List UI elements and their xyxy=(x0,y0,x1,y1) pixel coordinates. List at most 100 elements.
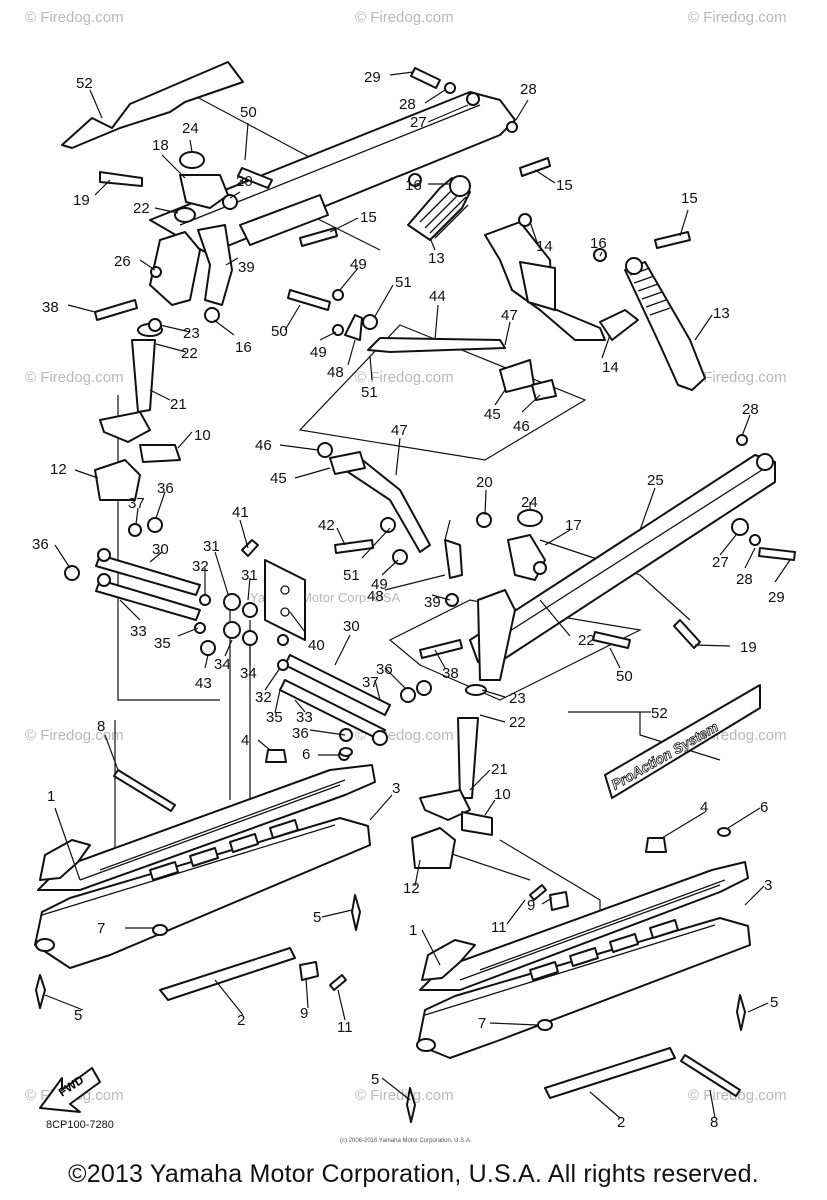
callout-label: 19 xyxy=(73,192,90,209)
shock-mount xyxy=(625,257,643,275)
callout-label: 4 xyxy=(700,799,708,816)
nuts-middle xyxy=(64,434,761,761)
bracket-12b xyxy=(411,827,456,869)
callout-labels: 52 29 28 28 27 50 24 18 20 19 22 16 15 1… xyxy=(32,69,785,1131)
callout-label: 1 xyxy=(47,788,55,805)
collar-10 xyxy=(139,444,181,463)
ski-loop xyxy=(39,839,91,881)
tie-rod-44b xyxy=(344,457,431,553)
callout-label: 28 xyxy=(520,81,537,98)
wear-bar-2 xyxy=(159,947,296,1001)
bracket-12 xyxy=(94,459,141,501)
steering-arm-39 xyxy=(197,224,233,306)
callout-label: 21 xyxy=(491,761,508,778)
ski-left xyxy=(34,747,376,1009)
spindle-21b-base xyxy=(419,789,471,821)
callout-label: 47 xyxy=(501,307,518,324)
ski-tip xyxy=(35,938,55,952)
decal-52-top xyxy=(61,61,244,149)
callout-label: 8 xyxy=(710,1114,718,1131)
shaft-30a xyxy=(95,554,201,596)
callout-label: 29 xyxy=(768,589,785,606)
watermark: © Firedog.com xyxy=(688,9,787,26)
callout-label: 28 xyxy=(736,571,753,588)
callout-label: 22 xyxy=(181,345,198,362)
bracket-14-plate xyxy=(519,261,556,311)
callout-label: 35 xyxy=(266,709,283,726)
callout-label: 51 xyxy=(395,274,412,291)
callout-label: 1 xyxy=(409,922,417,939)
callout-label: 4 xyxy=(241,732,249,749)
callout-label: 39 xyxy=(238,259,255,276)
callout-label: 22 xyxy=(578,632,595,649)
fwd-arrow-icon: FWD xyxy=(39,1067,101,1113)
callout-label: 30 xyxy=(152,541,169,558)
nut-4b xyxy=(645,837,667,853)
callout-label: 45 xyxy=(270,470,287,487)
spindle-21-base xyxy=(99,411,151,443)
spindle-21b xyxy=(457,717,479,799)
callout-label: 26 xyxy=(114,253,131,270)
callout-label: 7 xyxy=(478,1015,486,1032)
plate-45b xyxy=(329,451,366,475)
callout-label: 14 xyxy=(602,359,619,376)
callout-label: 11 xyxy=(337,1019,353,1036)
bolt-8b xyxy=(680,1054,741,1097)
callout-label: 15 xyxy=(360,209,377,226)
callout-label: 16 xyxy=(590,235,607,252)
callout-label: 6 xyxy=(760,799,768,816)
tie-rod-44 xyxy=(367,337,506,353)
watermark: © Firedog.com xyxy=(688,369,787,386)
callout-label: 40 xyxy=(308,637,325,654)
stud-5b xyxy=(35,974,46,1009)
watermark: © Firedog.com xyxy=(25,727,124,744)
callout-label: 38 xyxy=(42,299,59,316)
callout-label: 23 xyxy=(509,690,526,707)
watermark: © Firedog.com xyxy=(355,369,454,386)
callout-label: 13 xyxy=(713,305,730,322)
nut-9 xyxy=(299,961,319,981)
collar-10b xyxy=(461,811,493,836)
washer-6b xyxy=(717,827,731,837)
callout-label: 38 xyxy=(442,665,459,682)
cap-24 xyxy=(179,151,205,169)
callout-label: 37 xyxy=(362,674,379,691)
callout-label: 42 xyxy=(318,517,335,534)
callout-label: 27 xyxy=(712,554,729,571)
callout-label: 46 xyxy=(255,437,272,454)
shock-mount xyxy=(449,175,471,197)
link-48b xyxy=(444,539,463,579)
diagram-code: 8CP100-7280 xyxy=(46,1119,114,1131)
callout-label: 10 xyxy=(494,786,511,803)
callout-label: 36 xyxy=(157,480,174,497)
callout-label: 46 xyxy=(513,418,530,435)
callout-label: 50 xyxy=(616,668,633,685)
callout-label: 43 xyxy=(195,675,212,692)
callout-label: 31 xyxy=(241,567,258,584)
nut-46 xyxy=(531,379,557,401)
bushing-14 xyxy=(599,309,639,341)
stud-5d xyxy=(406,1087,416,1123)
bushing-22 xyxy=(174,207,196,223)
link-48 xyxy=(344,314,363,341)
callout-label: 22 xyxy=(509,714,526,731)
callout-label: 17 xyxy=(565,517,582,534)
callout-label: 33 xyxy=(130,623,147,640)
callout-label: 35 xyxy=(154,635,171,652)
callout-label: 34 xyxy=(214,656,231,673)
arm-end xyxy=(756,453,774,471)
callout-label: 24 xyxy=(182,120,199,137)
callout-label: 23 xyxy=(183,325,200,342)
ski-body-3 xyxy=(34,817,371,969)
callout-label: 13 xyxy=(428,250,445,267)
leader-lines xyxy=(44,71,791,1119)
cap-24 xyxy=(517,509,543,527)
washer-7b xyxy=(537,1019,553,1031)
callout-label: 3 xyxy=(764,877,772,894)
callout-label: 5 xyxy=(371,1071,379,1088)
callout-label: 49 xyxy=(371,576,388,593)
callout-label: 32 xyxy=(192,558,209,575)
callout-label: 11 xyxy=(491,919,507,936)
bolt-8 xyxy=(113,769,176,812)
